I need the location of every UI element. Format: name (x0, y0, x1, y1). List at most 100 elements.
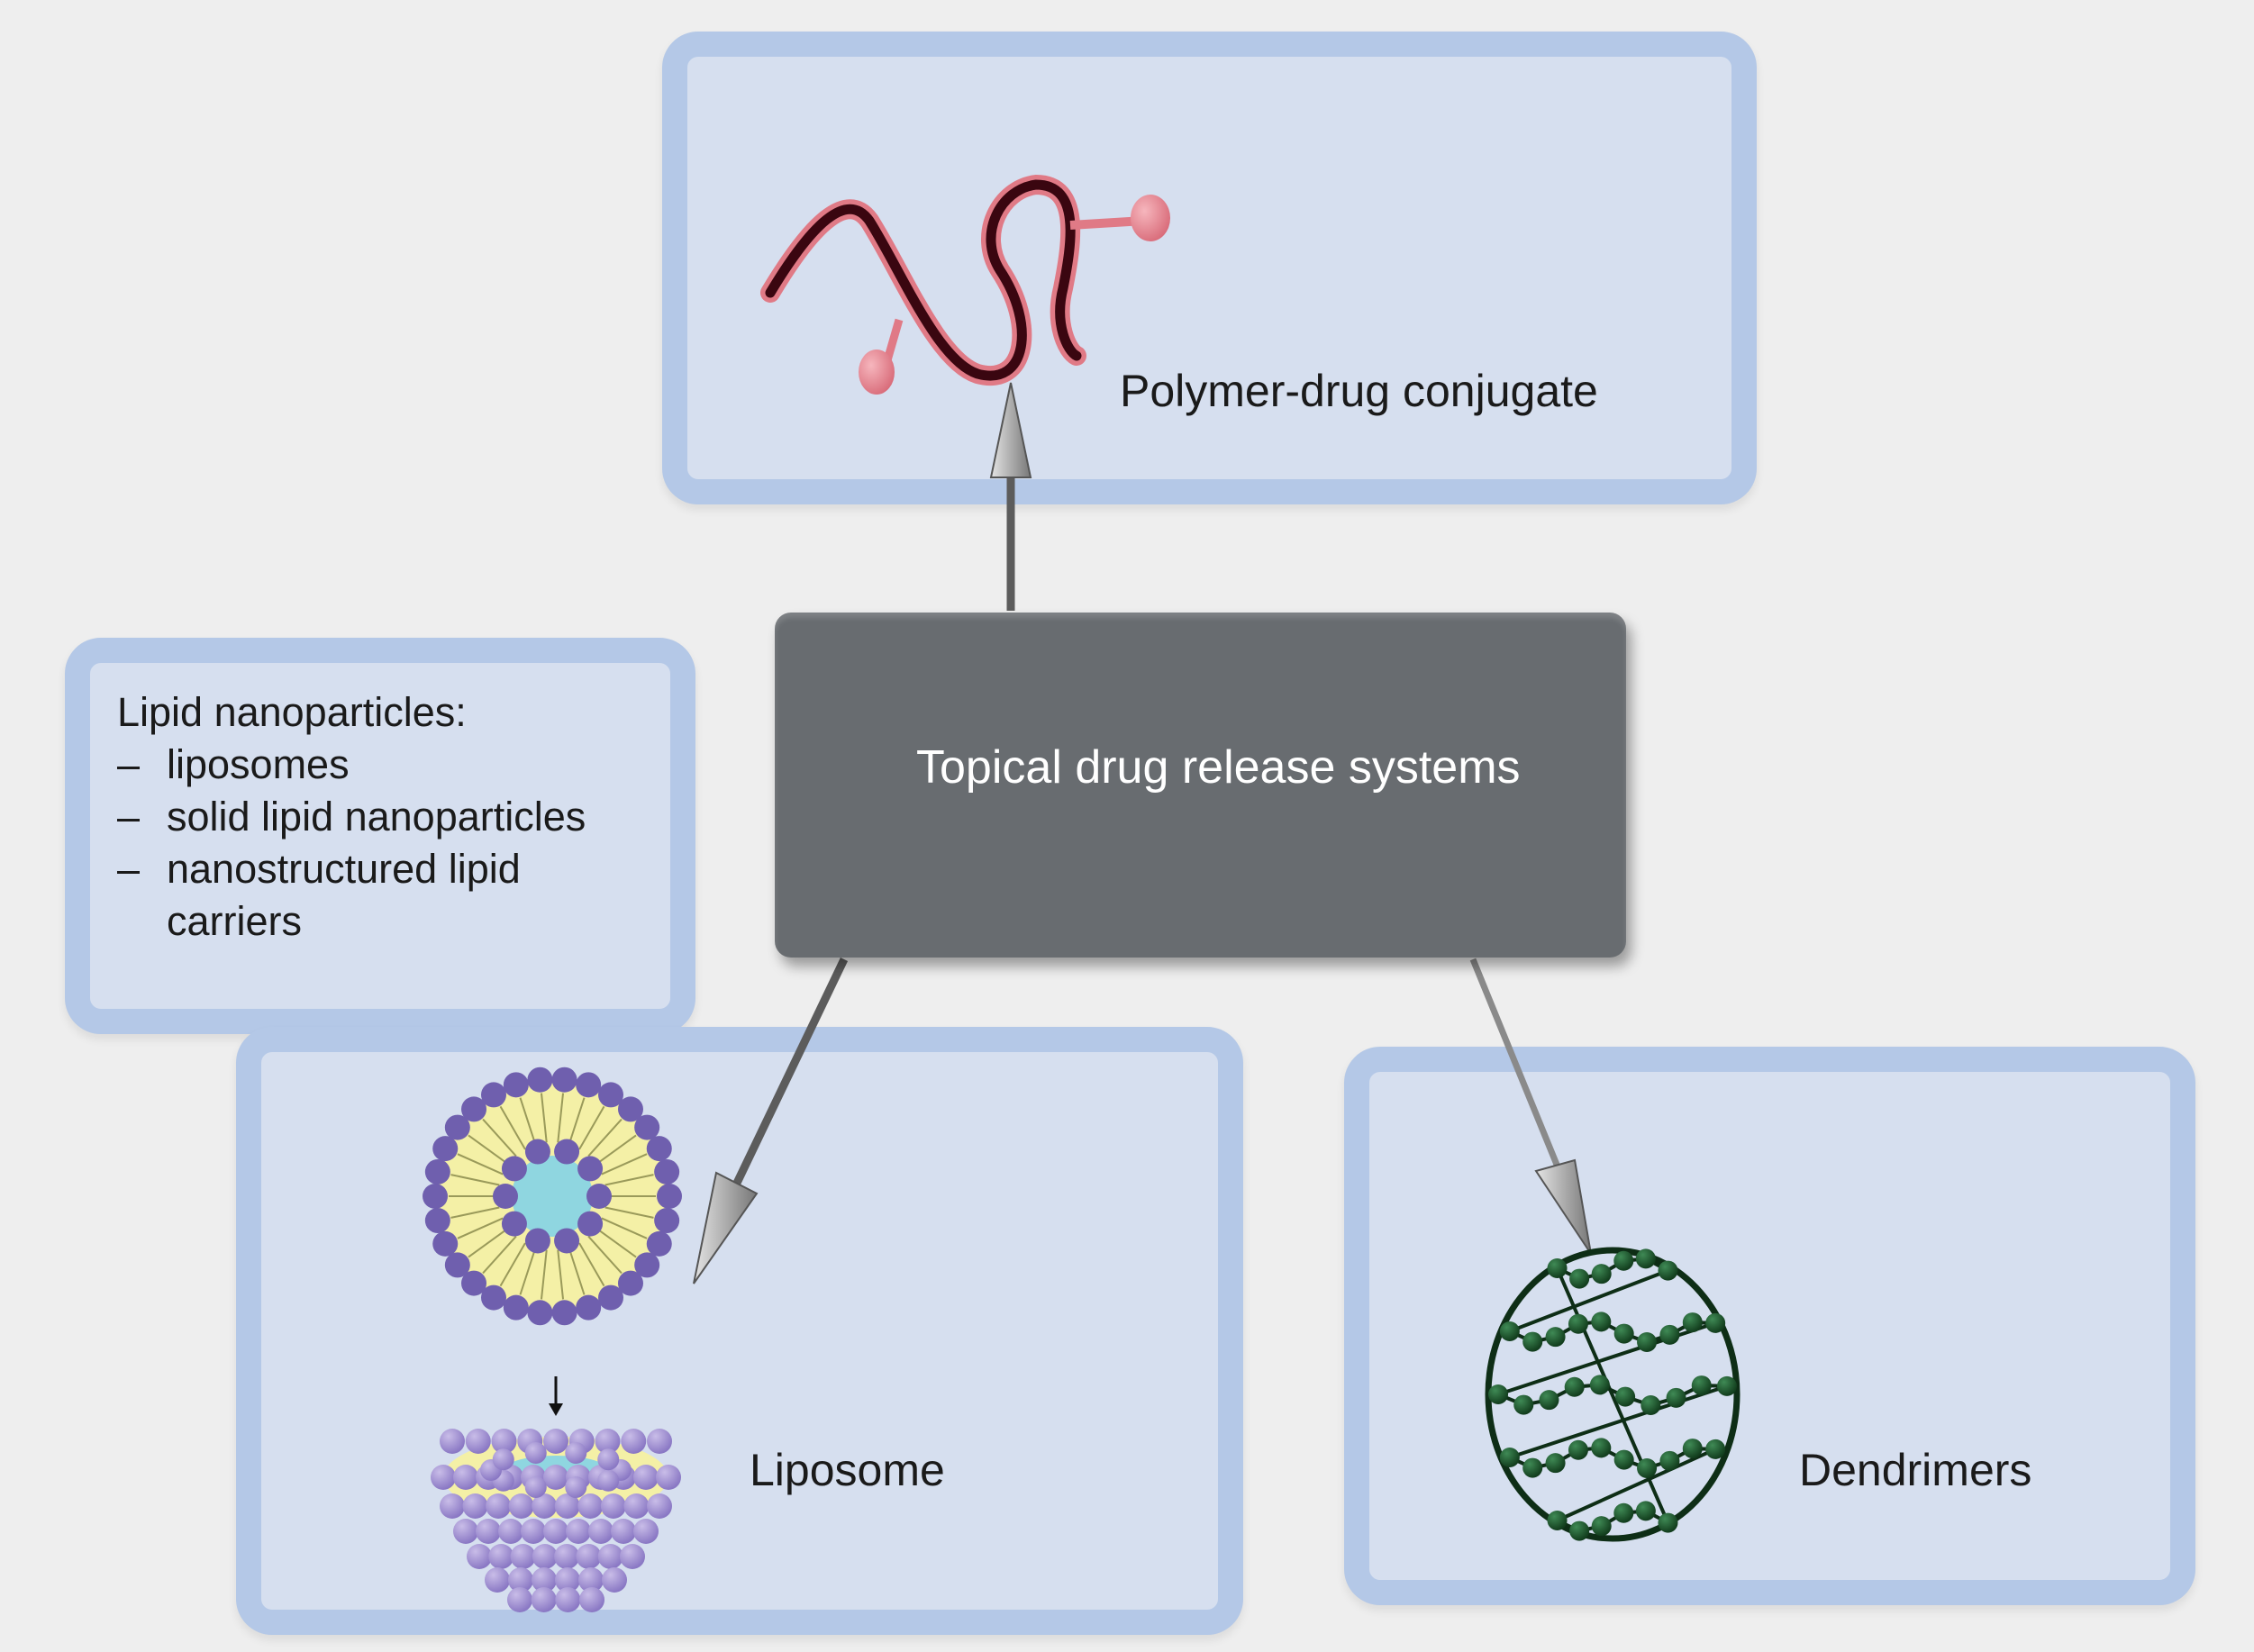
fullerene-bond (1556, 1448, 1716, 1522)
lipid-sphere (440, 1429, 465, 1454)
lipid-head (646, 1136, 672, 1162)
lipid-sphere (532, 1544, 558, 1569)
lipid-sphere (656, 1465, 681, 1490)
lipid-sphere (577, 1493, 604, 1519)
fullerene-atom (1691, 1375, 1712, 1396)
dendrimers-box (1344, 1047, 2195, 1605)
lipid-sphere (510, 1544, 536, 1569)
lipid-tail (468, 1134, 510, 1166)
lipid-tail (519, 1097, 537, 1146)
fullerene-atom (1658, 1512, 1678, 1533)
lipid-sphere (440, 1493, 465, 1519)
lipid-sphere (521, 1519, 546, 1544)
lipid-head (654, 1158, 680, 1185)
lipid-sphere (532, 1493, 558, 1519)
fullerene-atom (1615, 1386, 1636, 1407)
lipid-tail (482, 1235, 517, 1275)
fullerene-atom (1637, 1331, 1658, 1352)
lipid-sphere (524, 1441, 547, 1464)
fullerene-atom (1569, 1268, 1590, 1289)
lipid-sphere (633, 1519, 659, 1544)
lipid-sphere (532, 1567, 557, 1593)
lipid-sphere (578, 1567, 604, 1593)
lipid-sphere (554, 1544, 580, 1569)
lipid-head (551, 1300, 577, 1326)
lipid-sphere (565, 1476, 587, 1499)
lipid-head (586, 1184, 612, 1209)
lipid-sphere (595, 1429, 621, 1454)
lipid-sphere (431, 1465, 456, 1490)
lipid-head (634, 1114, 660, 1140)
lipid-head (551, 1067, 577, 1093)
lipid-tail (540, 1249, 548, 1300)
topical-drug-release-systems-label: Topical drug release systems (916, 741, 1521, 794)
lipid-head (617, 1270, 643, 1296)
fullerene-atom (1613, 1449, 1634, 1470)
lipid-sphere (621, 1429, 647, 1454)
fullerene-atom (1682, 1312, 1703, 1333)
lipid-head (634, 1252, 660, 1278)
lipid-head (576, 1294, 602, 1321)
polymer-drug-conjugate-label: Polymer-drug conjugate (1120, 366, 1598, 416)
fullerene-atom (1488, 1384, 1509, 1404)
fullerene-atom (1547, 1511, 1568, 1530)
lipid-tail (568, 1247, 586, 1295)
lipid-sphere (508, 1567, 533, 1593)
fullerene-atom (1641, 1394, 1661, 1415)
polymer-drug-conjugate-box (662, 32, 1757, 504)
fullerene-atom (1705, 1312, 1726, 1333)
lipid-head (554, 1228, 580, 1254)
lipid-tail (468, 1227, 510, 1258)
lipid-tail (450, 1206, 500, 1219)
lipid-tail (457, 1217, 504, 1239)
fullerene-atom (1568, 1439, 1588, 1460)
fullerene-bond (1509, 1384, 1728, 1459)
dendrimer-fullerene-icon (1485, 1247, 1740, 1542)
lipid-sphere (507, 1587, 532, 1612)
fullerene-atom (1568, 1313, 1588, 1334)
lipid-tail (595, 1134, 637, 1166)
lipid-sphere (597, 1448, 620, 1471)
lipid-tail (540, 1093, 548, 1143)
lipid-tail (457, 1153, 504, 1175)
lipid-sphere (476, 1519, 501, 1544)
fullerene-atom (1613, 1323, 1634, 1344)
fullerene-atom (1499, 1321, 1520, 1341)
lipid-nanoparticles-list: Lipid nanoparticles: –liposomes –solid l… (117, 686, 586, 948)
lipid-head (654, 1208, 680, 1234)
lipid-sphere (554, 1493, 580, 1519)
lipid-sphere (467, 1544, 492, 1569)
lipid-sphere (647, 1429, 672, 1454)
lipid-sphere (498, 1519, 523, 1544)
lipid-head (657, 1184, 682, 1209)
lipid-sphere (543, 1519, 568, 1544)
fullerene-atom (1564, 1376, 1585, 1397)
fullerene-atom (1591, 1312, 1612, 1332)
lipid-sphere (465, 1429, 491, 1454)
fullerene-atom (1569, 1520, 1590, 1541)
fullerene-atom (1716, 1375, 1737, 1396)
lipid-sphere (565, 1441, 587, 1464)
lipid-head (577, 1156, 604, 1182)
fullerene-atom (1682, 1439, 1703, 1459)
lipid-sphere (462, 1493, 488, 1519)
lipid-sphere (647, 1493, 672, 1519)
lipid-head (481, 1082, 506, 1108)
fullerene-atom (1613, 1502, 1634, 1523)
fullerene-atom (1522, 1331, 1543, 1352)
lipid-head (598, 1082, 623, 1108)
fullerene-atom (1539, 1390, 1559, 1411)
fullerene-atom (1591, 1264, 1612, 1284)
fullerene-atom (1637, 1457, 1658, 1478)
lipid-sphere (488, 1544, 514, 1569)
fullerene-atom (1545, 1327, 1566, 1348)
lipid-head (503, 1072, 529, 1098)
lipid-sphere (555, 1567, 580, 1593)
liposome-cross-section-icon (423, 1067, 682, 1326)
lipid-head (424, 1208, 450, 1234)
lipid-tail (604, 1206, 654, 1219)
lipid-head (501, 1156, 527, 1182)
lipid-sphere (611, 1519, 636, 1544)
arrow-to-liposome (693, 958, 849, 1284)
